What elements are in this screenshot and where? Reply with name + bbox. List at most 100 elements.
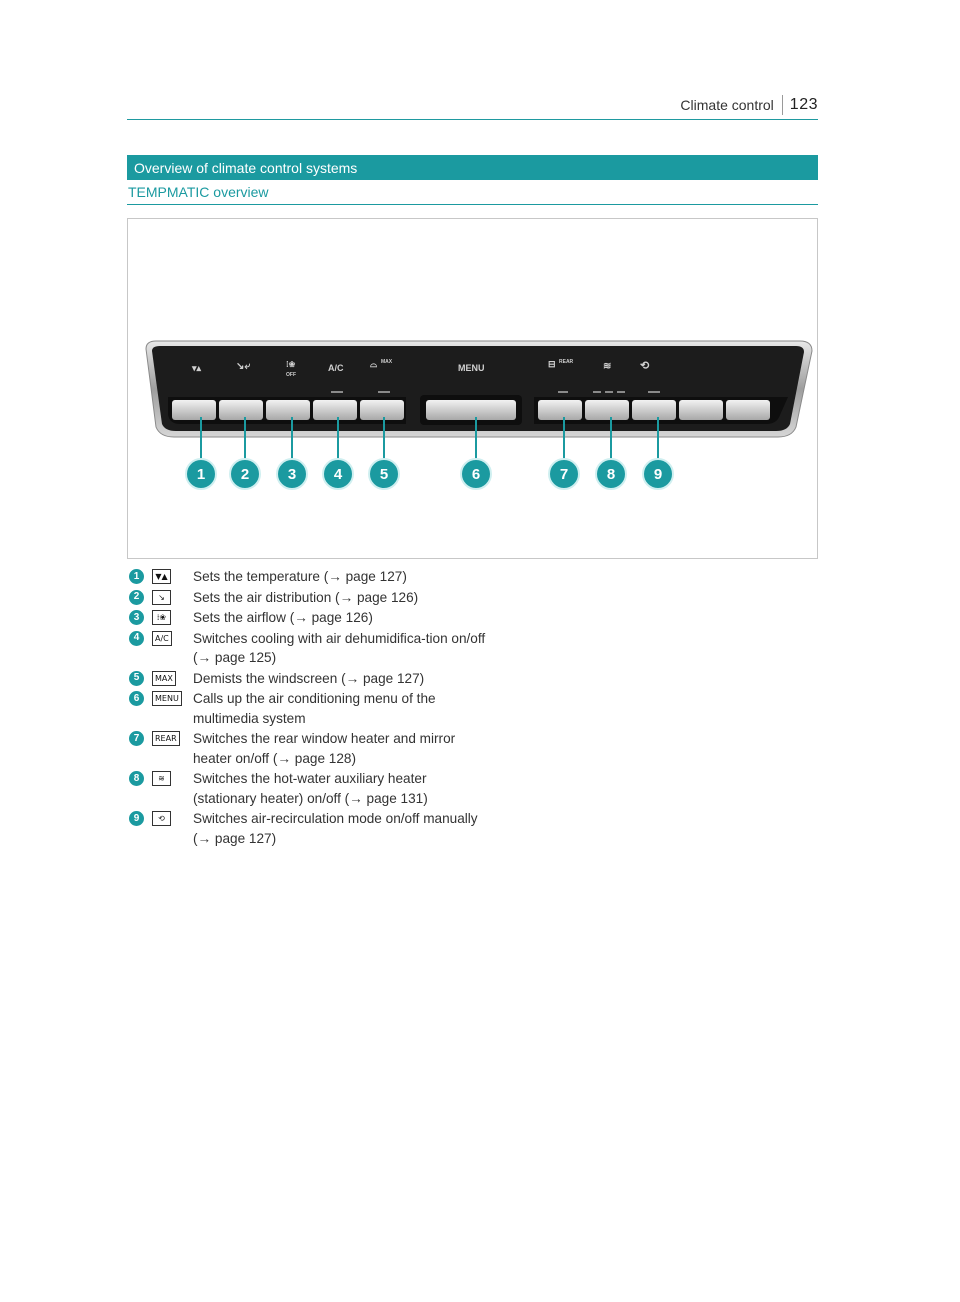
legend-number: 5 — [129, 670, 144, 686]
callout-6: 6 — [460, 458, 492, 490]
svg-text:5: 5 — [380, 466, 388, 483]
callout-3: 3 — [276, 458, 308, 490]
legend-text: Switches air-recirculation mode on/off m… — [193, 811, 478, 846]
menu-icon: MENU — [152, 691, 182, 706]
airflow-icon: ⁞❀ — [152, 610, 171, 625]
heater-indicator-3 — [617, 391, 625, 393]
page-reference-link[interactable]: → page 131) — [349, 790, 428, 806]
callout-2: 2 — [229, 458, 261, 490]
rear-window-icon: ⊟ — [548, 359, 556, 369]
callout-lines — [200, 417, 659, 459]
legend-item-air-distribution: 2 ↘ Sets the air distribution (→ page 12… — [127, 588, 487, 608]
blank-key-1[interactable] — [679, 400, 723, 420]
blank-key-2[interactable] — [726, 400, 770, 420]
svg-text:2: 2 — [241, 466, 249, 483]
legend-item-temperature: 1 ▼▲ Sets the temperature (→ page 127) — [127, 567, 487, 587]
air-distribution-icon: ↘ — [152, 589, 171, 605]
svg-text:4: 4 — [334, 466, 343, 483]
rear-window-key[interactable] — [538, 400, 582, 420]
menu-key[interactable] — [426, 400, 516, 420]
rear-indicator — [558, 391, 568, 393]
legend-text: Calls up the air conditioning menu of th… — [193, 691, 436, 726]
legend-number: 7 — [129, 731, 144, 746]
recirculation-icon: ⟲ — [640, 360, 650, 372]
chapter-title: Climate control — [680, 97, 774, 113]
svg-text:1: 1 — [197, 466, 205, 483]
recirculation-indicator — [648, 391, 660, 393]
page-reference-link[interactable]: → page 127) — [197, 830, 277, 846]
rear-label: REAR — [559, 359, 574, 365]
page-reference-link[interactable]: → page 126) — [294, 610, 373, 625]
callout-1: 1 — [185, 458, 217, 490]
auxiliary-heater-icon: ≋ — [152, 771, 171, 786]
running-head: Climate control 123 — [680, 93, 818, 117]
heater-indicator-1 — [593, 391, 601, 393]
page-reference-link[interactable]: → page 127) — [328, 569, 407, 584]
legend-text: Sets the temperature ( — [193, 569, 329, 584]
page-reference-link[interactable]: → page 125) — [197, 650, 277, 665]
legend-number: 6 — [129, 691, 144, 706]
airflow-icon: ⁞❀ — [286, 360, 296, 369]
temperature-key[interactable] — [172, 400, 216, 420]
menu-label: MENU — [458, 363, 485, 373]
section-heading: Overview of climate control systems — [127, 155, 818, 180]
air-distribution-key[interactable] — [219, 400, 263, 420]
svg-text:9: 9 — [654, 466, 662, 483]
auxiliary-heater-key[interactable] — [585, 400, 629, 420]
legend-item-rear-window: 7 REAR Switches the rear window heater a… — [127, 729, 487, 768]
temp-symbol-icon: ▾▴ — [191, 363, 202, 373]
page-reference-link[interactable]: → page 126) — [339, 589, 419, 605]
callout-7: 7 — [548, 458, 580, 490]
control-panel-illustration: ▾▴ ↘⤶ ⁞❀ OFF A/C ⌓ MAX MENU ⊟ REAR ≋ ⟲ — [145, 340, 813, 490]
subsection-rule — [127, 204, 818, 205]
recirculation-icon: ⟲ — [152, 811, 171, 826]
page-reference-link[interactable]: → page 127) — [345, 670, 425, 686]
legend-item-ac: 4 A/C Switches cooling with air dehumidi… — [127, 629, 487, 668]
auxiliary-heater-icon: ≋ — [603, 361, 611, 372]
callout-4: 4 — [322, 458, 354, 490]
windscreen-max-key[interactable] — [360, 400, 404, 420]
ac-key[interactable] — [313, 400, 357, 420]
page-number: 123 — [789, 96, 818, 113]
ac-indicator — [331, 391, 343, 393]
max-label: MAX — [381, 359, 393, 365]
legend-number: 4 — [129, 630, 144, 646]
legend-text: Switches cooling with air dehumidifica-t… — [193, 630, 486, 666]
legend-number: 9 — [129, 811, 144, 826]
air-distribution-icon: ↘⤶ — [236, 361, 250, 372]
windscreen-icon: ⌓ — [370, 359, 377, 369]
ac-icon: A/C — [152, 630, 172, 646]
legend-item-auxiliary-heater: 8 ≋ Switches the hot-water auxiliary hea… — [127, 769, 487, 808]
left-key-group — [168, 391, 406, 424]
rear-window-icon: REAR — [152, 731, 180, 746]
windscreen-max-icon: MAX — [152, 670, 176, 686]
legend-number: 3 — [129, 610, 144, 625]
legend-item-windscreen: 5 MAX Demists the windscreen (→ page 127… — [127, 669, 487, 689]
header-separator — [781, 95, 783, 115]
legend-number: 1 — [129, 569, 144, 584]
legend-text: Demists the windscreen ( — [193, 670, 346, 686]
recirculation-key[interactable] — [632, 400, 676, 420]
callout-5: 5 — [368, 458, 400, 490]
menu-key-group — [420, 395, 522, 425]
svg-text:3: 3 — [288, 466, 296, 483]
legend-text: Sets the air distribution ( — [193, 589, 340, 605]
ac-label: A/C — [328, 363, 344, 373]
right-key-group — [534, 391, 788, 424]
page-reference-link[interactable]: → page 128) — [277, 750, 356, 766]
temperature-icon: ▼▲ — [152, 569, 171, 584]
legend-number: 8 — [129, 771, 144, 786]
legend-list: 1 ▼▲ Sets the temperature (→ page 127) 2… — [127, 567, 487, 849]
header-rule — [127, 119, 818, 120]
legend-text: Switches the rear window heater and mirr… — [193, 731, 456, 766]
subsection-title: TEMPMATIC overview — [128, 184, 269, 200]
svg-text:8: 8 — [607, 466, 615, 483]
callout-8: 8 — [595, 458, 627, 490]
legend-item-menu: 6 MENU Calls up the air conditioning men… — [127, 689, 487, 728]
callout-9: 9 — [642, 458, 674, 490]
airflow-key[interactable] — [266, 400, 310, 420]
legend-number: 2 — [129, 589, 144, 605]
section-title: Overview of climate control systems — [134, 159, 358, 176]
legend-item-airflow: 3 ⁞❀ Sets the airflow (→ page 126) — [127, 608, 487, 628]
svg-text:6: 6 — [472, 466, 480, 483]
